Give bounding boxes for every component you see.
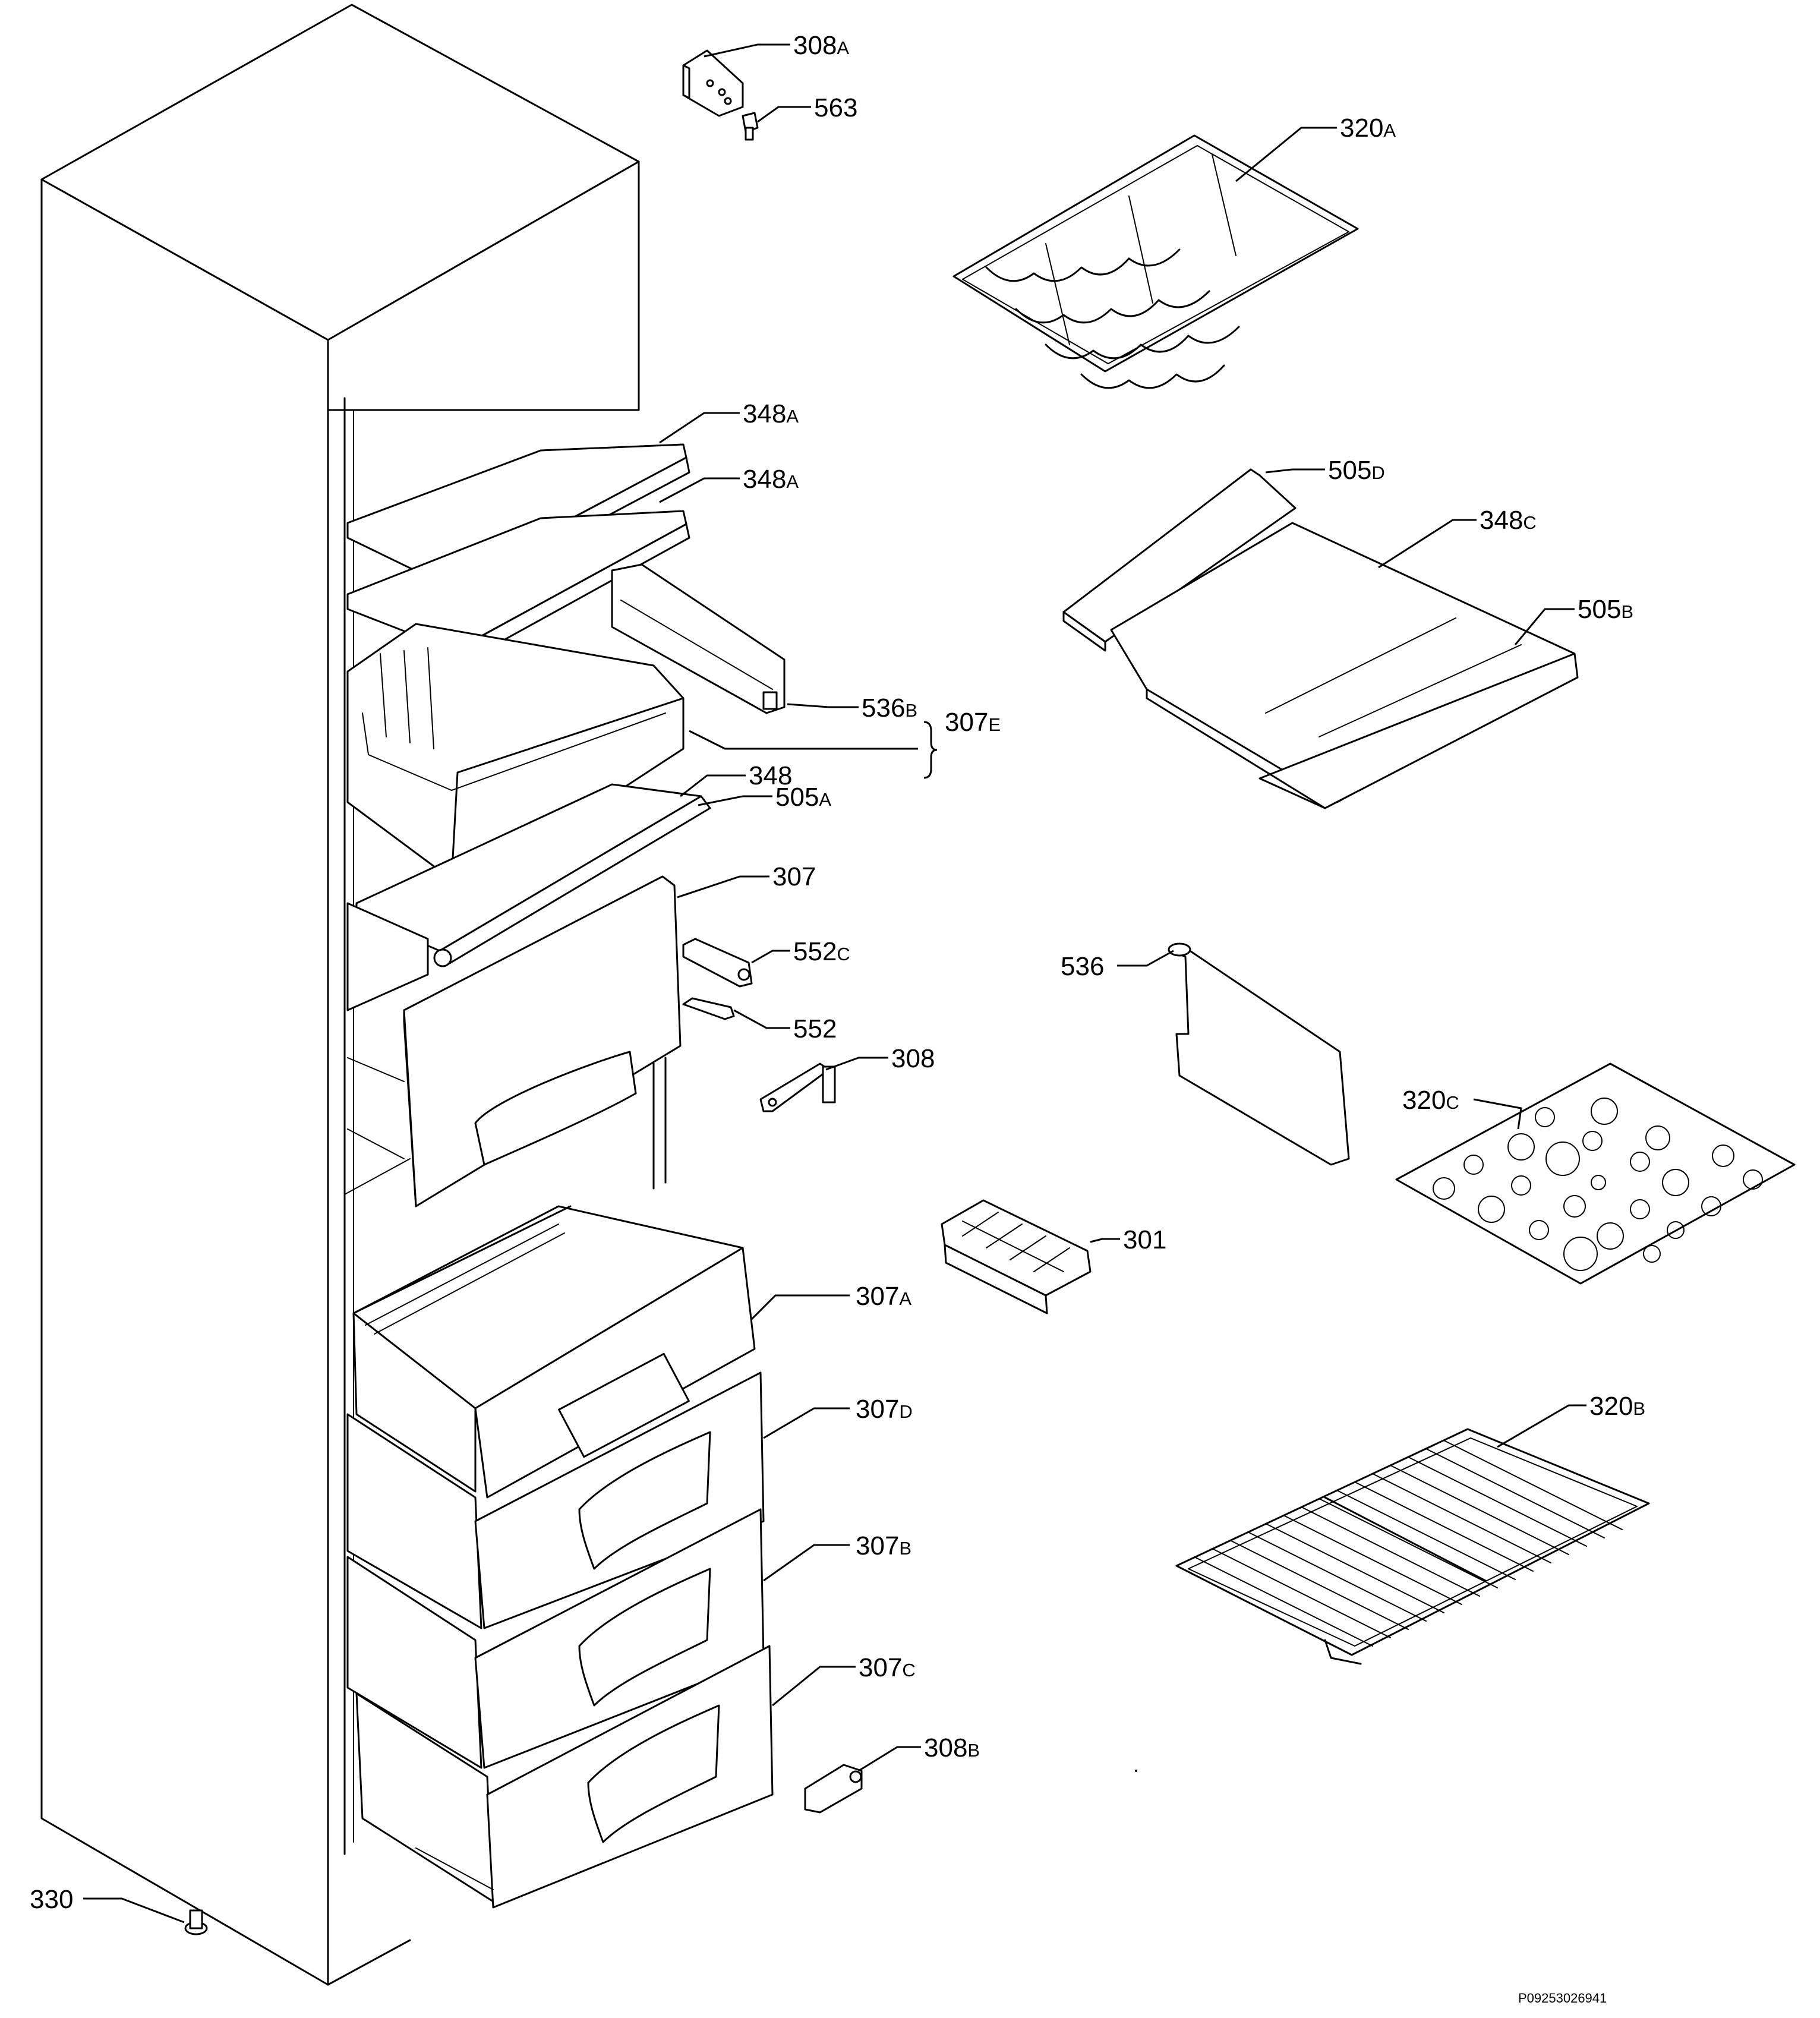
slide-552: [682, 997, 735, 1020]
divider-536: [1168, 942, 1350, 1166]
callout-505d: 505D: [1328, 456, 1385, 485]
slide-552c: [682, 938, 753, 988]
stray-dot: [1135, 1770, 1137, 1772]
drawer-307d: [346, 1371, 765, 1629]
drawer-307a: [352, 1205, 756, 1499]
hinge-308: [759, 1062, 836, 1112]
divider-536b: [611, 563, 786, 714]
callout-307e: 307E: [945, 708, 1001, 737]
callout-307b: 307B: [856, 1531, 911, 1560]
callout-552: 552: [793, 1014, 837, 1043]
callout-308b: 308B: [924, 1733, 980, 1762]
callout-505b: 505B: [1578, 595, 1633, 624]
ice-tray-301: [941, 1199, 1092, 1314]
callout-307a: 307A: [856, 1282, 911, 1311]
wine-rack-320a: [952, 134, 1359, 389]
callout-320a: 320A: [1340, 113, 1396, 143]
callout-307d: 307D: [856, 1395, 913, 1424]
drawer-307: [346, 875, 682, 1207]
screw-563: [742, 112, 759, 141]
callout-348: 348: [749, 761, 792, 790]
callout-330: 330: [30, 1885, 73, 1914]
callout-348c: 348C: [1480, 506, 1537, 535]
callout-348a-2: 348A: [743, 465, 799, 494]
callout-320c: 320C: [1402, 1086, 1459, 1115]
callout-307: 307: [772, 862, 816, 891]
shelf-348a-lower: [346, 510, 690, 667]
hinge-308a: [682, 49, 744, 117]
shelf-348-505a: [355, 783, 711, 967]
callout-leaders: [83, 43, 1586, 1924]
callout-labels: 308A 563 320A 348A 348A 505D 348C 505B 5…: [30, 31, 1645, 1914]
drawer-307c: [355, 1645, 774, 1909]
callout-301: 301: [1123, 1225, 1166, 1254]
foot-330: [184, 1909, 208, 1935]
crisper-307e: [346, 623, 685, 890]
callout-536: 536: [1061, 952, 1104, 981]
wire-shelf-320b: [1175, 1428, 1650, 1665]
callout-320b: 320B: [1589, 1392, 1645, 1421]
callout-563: 563: [814, 93, 857, 122]
callout-505a: 505A: [775, 783, 831, 812]
callout-536b: 536B: [862, 693, 917, 723]
callout-552c: 552C: [793, 937, 850, 966]
reference-code: P09253026941: [1518, 1991, 1607, 2006]
plate-320c: [1395, 1062, 1796, 1285]
callout-348a-1: 348A: [743, 399, 799, 428]
callout-308: 308: [891, 1044, 935, 1073]
hinge-308b: [804, 1764, 863, 1814]
shelf-assembly-505d-348c: [1062, 468, 1579, 809]
cabinet-body: [40, 4, 640, 1986]
callout-307c: 307C: [859, 1653, 916, 1682]
callout-308a: 308A: [793, 31, 849, 60]
